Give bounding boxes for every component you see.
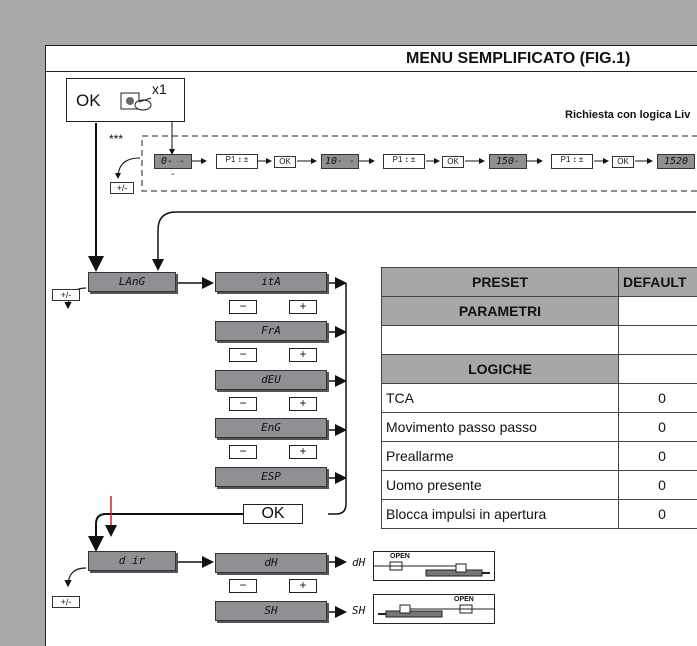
- row-value: 0: [618, 384, 697, 413]
- lang-ok-box: OK: [243, 504, 303, 524]
- manual-page: MENU SEMPLIFICATO (FIG.1): [45, 45, 697, 646]
- col-preset: PRESET: [382, 268, 619, 297]
- gate-right-icon: [374, 552, 494, 580]
- seq-lcd-2: 10- -: [321, 154, 359, 169]
- lang-item-ita: itA: [215, 272, 327, 292]
- request-text: Richiesta con logica Liv: [565, 109, 690, 121]
- row-name: TCA: [382, 384, 619, 413]
- plus-minus-tag: +/-: [110, 182, 134, 194]
- seq-ok-1: OK: [274, 156, 296, 168]
- preset-table: PRESET DEFAULT PARAMETRI LOGICHE TCA 0 M…: [381, 267, 697, 529]
- row-value: 0: [618, 413, 697, 442]
- ok-label: OK: [76, 91, 101, 111]
- plus-key: +: [289, 300, 317, 314]
- dir-item-sh: SH: [215, 601, 327, 621]
- row-name: Blocca impulsi in apertura: [382, 500, 619, 529]
- table-row: Movimento passo passo 0: [382, 413, 697, 442]
- gate-left-icon: [374, 595, 494, 623]
- minus-key: −: [229, 348, 257, 362]
- plus-key: +: [289, 397, 317, 411]
- row-name: Preallarme: [382, 442, 619, 471]
- seq-lcd-4: 1520: [657, 154, 695, 169]
- table-row: Preallarme 0: [382, 442, 697, 471]
- seq-keys-2: P1 ↕ ±: [383, 154, 425, 169]
- plus-key: +: [289, 445, 317, 459]
- empty-cell: [618, 326, 697, 355]
- minus-key: −: [229, 445, 257, 459]
- table-row: TCA 0: [382, 384, 697, 413]
- menu-lang: LAnG: [88, 272, 176, 292]
- empty-cell: [618, 297, 697, 326]
- menu-dir: d ir: [88, 551, 176, 571]
- row-value: 0: [618, 442, 697, 471]
- col-default: DEFAULT: [618, 268, 697, 297]
- dir-tag-dh: dH: [352, 556, 365, 569]
- lang-item-eng: EnG: [215, 418, 327, 438]
- seq-ok-2: OK: [442, 156, 464, 168]
- lang-item-deu: dEU: [215, 370, 327, 390]
- row-value: 0: [618, 500, 697, 529]
- minus-key: −: [229, 579, 257, 593]
- table-row: Blocca impulsi in apertura 0: [382, 500, 697, 529]
- ok-press-box: OK x1: [66, 78, 185, 122]
- seq-lcd-3: 150-: [489, 154, 527, 169]
- seq-keys-1: P1 ↕ ±: [216, 154, 258, 169]
- press-count: x1: [152, 81, 167, 97]
- empty-cell: [618, 355, 697, 384]
- lang-item-fra: FrA: [215, 321, 327, 341]
- remote-press-icon: [115, 85, 155, 115]
- lang-item-esp: ESP: [215, 467, 327, 487]
- stars-note: ***: [109, 132, 123, 146]
- row-value: 0: [618, 471, 697, 500]
- seq-ok-3: OK: [612, 156, 634, 168]
- dir-item-dh: dH: [215, 553, 327, 573]
- seq-lcd-1: 0- - -: [154, 154, 192, 169]
- seq-keys-3: P1 ↕ ±: [551, 154, 593, 169]
- row-name: Movimento passo passo: [382, 413, 619, 442]
- empty-cell: [382, 326, 619, 355]
- row-name: Uomo presente: [382, 471, 619, 500]
- minus-key: −: [229, 397, 257, 411]
- gate-diagram-right: OPEN: [373, 551, 495, 581]
- plus-key: +: [289, 348, 317, 362]
- minus-key: −: [229, 300, 257, 314]
- plus-minus-tag-dir: +/-: [52, 596, 80, 608]
- table-row: Uomo presente 0: [382, 471, 697, 500]
- section-params: PARAMETRI: [382, 297, 619, 326]
- plus-minus-tag-lang: +/-: [52, 289, 80, 301]
- plus-key: +: [289, 579, 317, 593]
- section-logic: LOGICHE: [382, 355, 619, 384]
- dir-tag-sh: SH: [352, 604, 365, 617]
